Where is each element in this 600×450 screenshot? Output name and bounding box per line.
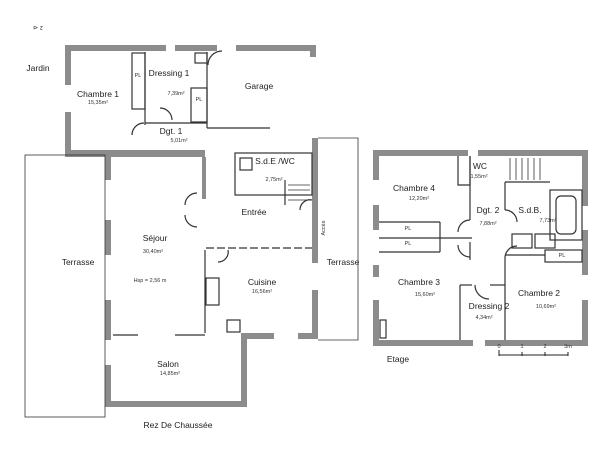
closet-pl-5: PL xyxy=(558,253,566,259)
area-dressing-2: 4,34m² xyxy=(475,315,493,321)
area-chambre-4: 12,20m² xyxy=(408,196,430,202)
room-dressing-2: Dressing 2 xyxy=(468,301,510,311)
walls-upper xyxy=(373,150,588,346)
compass-north: ⊳ z xyxy=(33,25,43,32)
area-dgt-2: 7,88m² xyxy=(479,221,497,227)
closet-pl-2: PL xyxy=(195,97,203,103)
room-sejour: Séjour xyxy=(142,233,168,243)
room-dressing-1: Dressing 1 xyxy=(148,68,190,78)
area-sdb: 7,73m² xyxy=(539,218,557,224)
room-dgt-2: Dgt. 2 xyxy=(476,205,500,215)
ceiling-height: Hsp = 2,56 m xyxy=(133,278,167,284)
room-salon: Salon xyxy=(157,359,179,369)
area-sejour: 30,40m² xyxy=(142,249,164,255)
closet-pl-1: PL xyxy=(134,73,142,79)
room-chambre-1: Chambre 1 xyxy=(76,89,120,99)
room-garage: Garage xyxy=(244,81,274,91)
scale-tick-1: 1 xyxy=(520,344,524,350)
label-access: Accès xyxy=(321,220,327,236)
room-sdb: S.d.B. xyxy=(518,205,542,215)
area-chambre-3: 15,60m² xyxy=(414,292,436,298)
room-chambre-2: Chambre 2 xyxy=(517,288,561,298)
scale-tick-0: 0 xyxy=(497,344,501,350)
ground-floor-title: Rez De Chaussée xyxy=(143,420,213,430)
label-terrace-right: Terrasse xyxy=(326,257,360,267)
label-terrace-left: Terrasse xyxy=(61,257,95,267)
area-chambre-1: 15,35m² xyxy=(87,100,109,106)
room-sde-wc: S.d.E /WC xyxy=(255,156,295,166)
closet-pl-3: PL xyxy=(404,226,412,232)
partitions-upper xyxy=(379,156,583,340)
room-dgt-1: Dgt. 1 xyxy=(159,126,183,136)
area-wc: 1,55m² xyxy=(470,174,488,180)
area-cuisine: 16,56m² xyxy=(251,289,273,295)
label-garden: Jardin xyxy=(26,63,50,73)
scale-tick-2: 2 xyxy=(543,344,547,350)
partitions-ground xyxy=(24,50,359,418)
scale-bar xyxy=(498,350,569,356)
room-wc: WC xyxy=(472,161,488,171)
closet-pl-4: PL xyxy=(404,241,412,247)
room-chambre-4: Chambre 4 xyxy=(392,183,436,193)
area-sde-wc: 2,75m² xyxy=(265,177,283,183)
area-dgt-1: 5,01m² xyxy=(170,138,188,144)
room-cuisine: Cuisine xyxy=(247,277,277,287)
area-chambre-2: 10,69m² xyxy=(535,304,557,310)
walls-ground xyxy=(65,45,318,407)
scale-tick-3: 3m xyxy=(564,344,572,350)
area-dressing-1: 7,39m² xyxy=(167,91,185,97)
room-chambre-3: Chambre 3 xyxy=(397,277,441,287)
room-entree: Entrée xyxy=(241,207,267,217)
area-salon: 14,85m² xyxy=(159,371,181,377)
upper-floor-title: Etage xyxy=(386,354,410,364)
